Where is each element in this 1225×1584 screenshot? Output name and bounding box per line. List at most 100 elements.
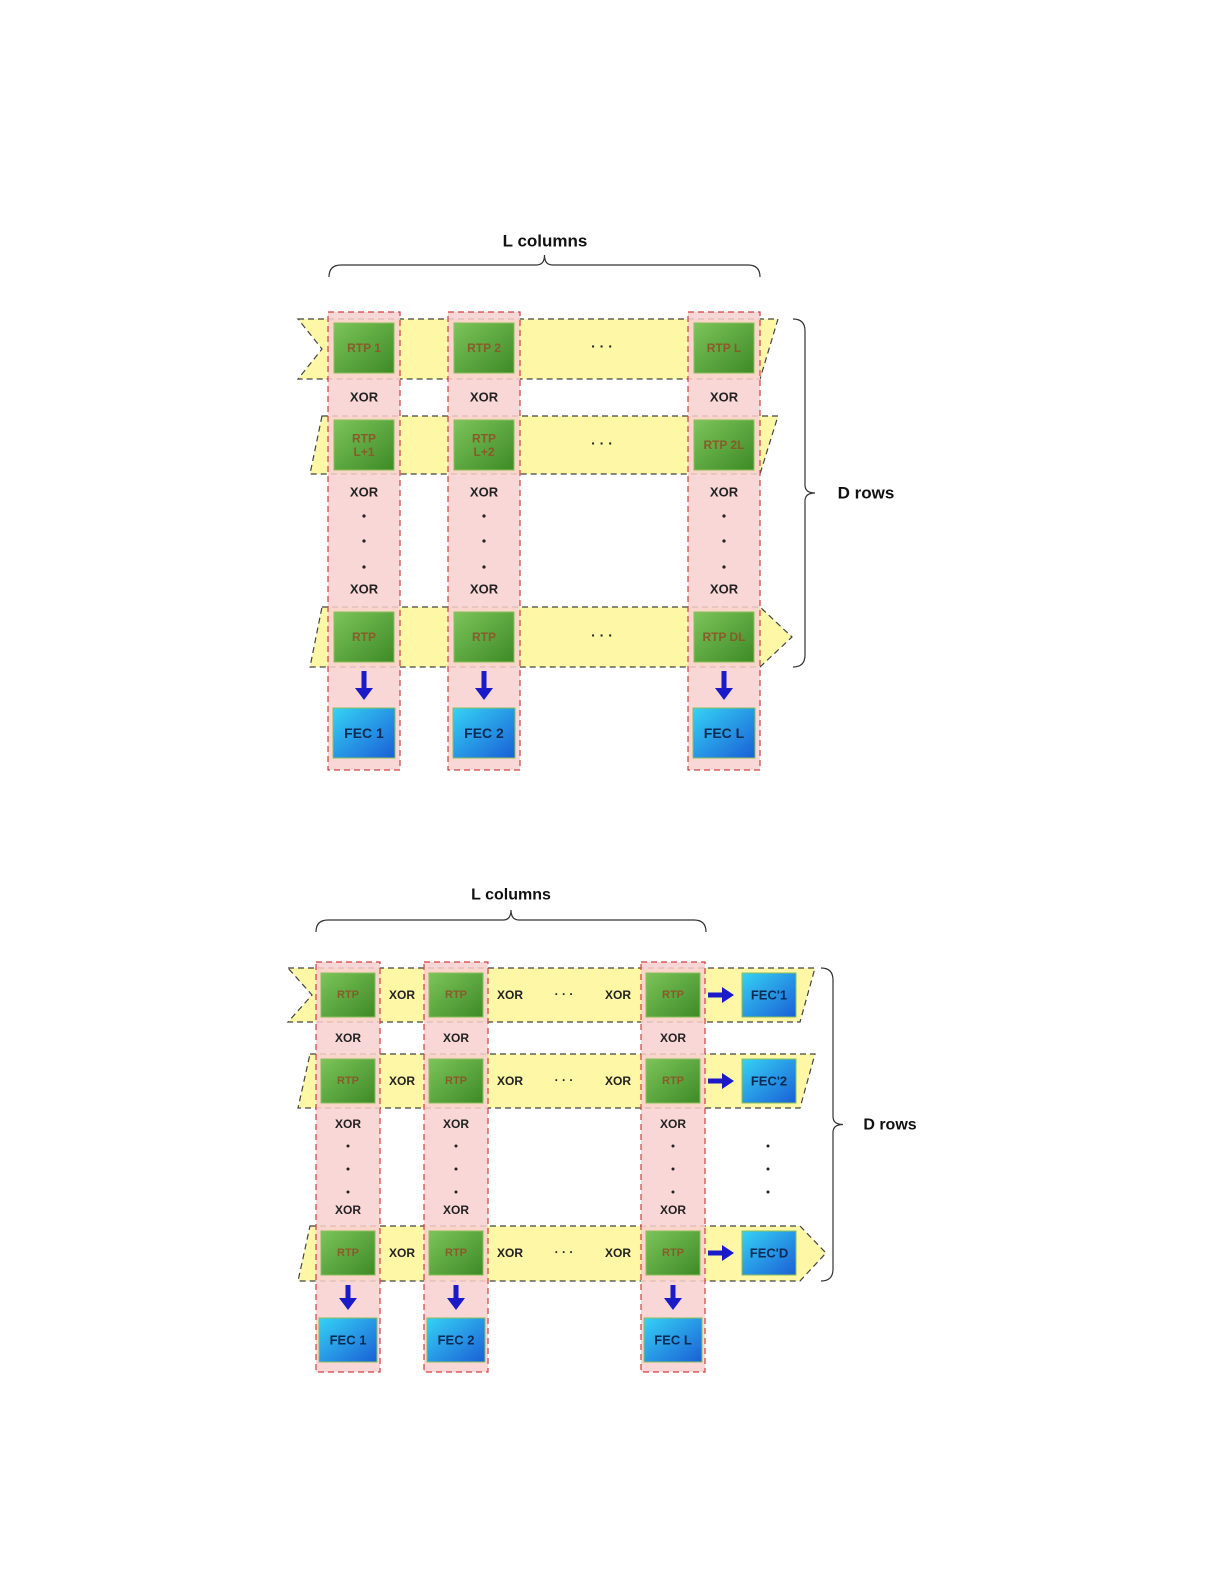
rows-brace <box>820 967 844 1282</box>
rtp-packet-label: RTP <box>337 1247 359 1259</box>
rtp-packet-label: RTP <box>662 989 684 1001</box>
vertical-dot <box>482 565 486 569</box>
row-ellipsis: · · · <box>555 987 574 1001</box>
fec-column-box-2 <box>426 1317 486 1363</box>
columns-brace <box>328 254 761 278</box>
rows-brace <box>792 318 816 668</box>
rtp-packet-r3-c1 <box>333 611 395 663</box>
row-xor-label: XOR <box>497 1246 523 1260</box>
fec-row-label: FEC'D <box>750 1246 788 1261</box>
rtp-packet-r3-c3 <box>693 611 755 663</box>
row-xor-label: XOR <box>605 988 631 1002</box>
rtp-packet-r3-c2 <box>428 1230 484 1276</box>
rtp-packet-label: RTP <box>662 1247 684 1259</box>
rtp-packet-label: RTP 1 <box>347 341 381 355</box>
down-arrow-3-head <box>664 1298 682 1310</box>
row-ellipsis: · · · <box>555 1245 574 1259</box>
vertical-dot <box>454 1144 458 1148</box>
right-arrow-3-head <box>722 1245 734 1261</box>
rtp-packet-r1-c2 <box>453 322 515 374</box>
rtp-packet-r1-c3 <box>645 972 701 1018</box>
rtp-packet-r1-c3 <box>693 322 755 374</box>
vertical-dot <box>671 1190 675 1194</box>
row-ellipsis: · · · <box>555 1073 574 1087</box>
vertical-dot <box>362 565 366 569</box>
rtp-packet-r2-c3 <box>693 419 755 471</box>
down-arrow-2-head <box>475 688 493 700</box>
vertical-dot <box>722 539 726 543</box>
fec-column-label: FEC 2 <box>464 725 504 741</box>
rtp-packet-label: RTP <box>472 630 496 644</box>
right-arrow-2-head <box>722 1073 734 1089</box>
xor-label: XOR <box>710 582 739 597</box>
packet-boxes-layer <box>315 254 844 1363</box>
vertical-dot <box>482 514 486 518</box>
fec-row-dot <box>766 1190 770 1194</box>
column-band-3 <box>640 961 706 1373</box>
row-band-3 <box>309 606 793 668</box>
column-ellipsis: · · · <box>591 435 613 451</box>
rtp-packet-r2-c2 <box>428 1058 484 1104</box>
rtp-packet-r2-c1 <box>333 419 395 471</box>
rtp-packet-label: RTP <box>662 1075 684 1087</box>
rows-label: D rows <box>838 484 895 503</box>
rtp-packet-r3-c1 <box>320 1230 376 1276</box>
xor-label: XOR <box>443 1117 469 1131</box>
row-xor-label: XOR <box>389 988 415 1002</box>
rtp-packet-label: RTP 2 <box>467 341 501 355</box>
fec-column-label: FEC L <box>654 1333 692 1348</box>
vertical-dot <box>671 1167 675 1171</box>
fec-row-box-3 <box>741 1230 797 1276</box>
rtp-packet-r3-c2 <box>453 611 515 663</box>
rtp-packet-r1-c1 <box>320 972 376 1018</box>
vertical-dot <box>362 514 366 518</box>
xor-label: XOR <box>710 390 739 405</box>
rtp-packet-r3-c3 <box>645 1230 701 1276</box>
xor-label: XOR <box>660 1031 686 1045</box>
xor-label: XOR <box>710 485 739 500</box>
xor-label: XOR <box>335 1031 361 1045</box>
row-xor-label: XOR <box>605 1246 631 1260</box>
fec-row-dot <box>766 1144 770 1148</box>
column-band-1 <box>315 961 381 1373</box>
vertical-dot <box>671 1144 675 1148</box>
rtp-packet-label: RTP L <box>707 341 741 355</box>
down-arrow-3-head <box>715 688 733 700</box>
row-xor-label: XOR <box>497 1074 523 1088</box>
column-band-2 <box>423 961 489 1373</box>
fec-row-box-1 <box>741 972 797 1018</box>
vertical-dot <box>346 1190 350 1194</box>
columns-label: L columns <box>503 232 588 251</box>
vertical-dot <box>722 565 726 569</box>
fec-column-label: FEC L <box>704 725 745 741</box>
rtp-packet-label: RTP <box>445 1075 467 1087</box>
xor-label: XOR <box>350 582 379 597</box>
fec-column-box-3 <box>643 1317 703 1363</box>
row-band-2 <box>309 415 779 475</box>
rtp-packet-label: RTP <box>445 1247 467 1259</box>
fec-row-dot <box>766 1167 770 1171</box>
rtp-packet-label: RTP <box>337 1075 359 1087</box>
fec-column-box-1 <box>318 1317 378 1363</box>
xor-label: XOR <box>660 1117 686 1131</box>
vertical-dot <box>362 539 366 543</box>
rtp-packet-label: RTP <box>352 630 376 644</box>
row-xor-label: XOR <box>605 1074 631 1088</box>
xor-label: XOR <box>470 582 499 597</box>
rtp-packet-r1-c2 <box>428 972 484 1018</box>
rtp-packet-label: RTP <box>445 989 467 1001</box>
xor-label: XOR <box>335 1117 361 1131</box>
rows-label: D rows <box>863 1117 916 1134</box>
down-arrow-2-head <box>447 1298 465 1310</box>
down-arrow-1-head <box>339 1298 357 1310</box>
right-arrow-1-head <box>722 987 734 1003</box>
fec-column-box-2 <box>452 707 516 759</box>
xor-label: XOR <box>470 485 499 500</box>
fec-column-label: FEC 2 <box>438 1333 475 1348</box>
columns-brace <box>315 909 707 933</box>
rtp-packet-label: RTP DL <box>702 630 745 644</box>
